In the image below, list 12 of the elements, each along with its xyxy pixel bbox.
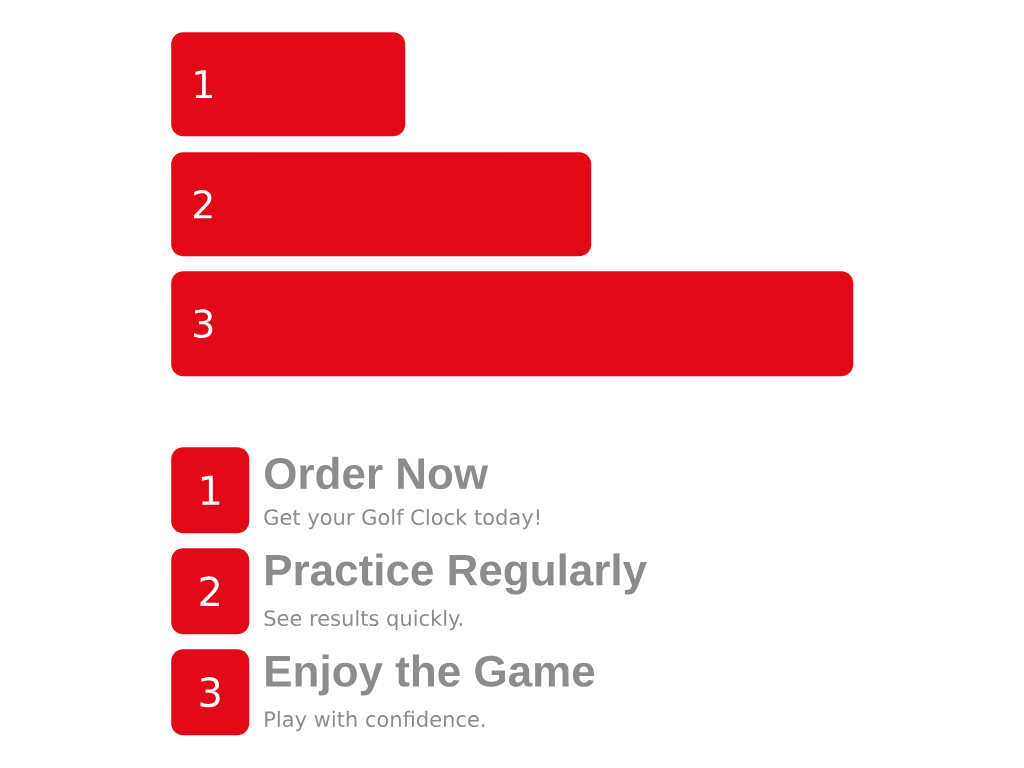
step-description: Play with confidence.	[265, 710, 485, 732]
step-heading: Enjoy the Game	[266, 654, 595, 696]
bar: 3	[171, 271, 854, 377]
step-heading: Practice Regularly	[266, 553, 647, 595]
step-description: See results quickly.	[264, 609, 462, 631]
bar: 2	[171, 152, 592, 257]
step-badge: 2	[171, 548, 250, 635]
step-heading: Order Now	[265, 456, 489, 490]
step-badge: 3	[171, 649, 250, 736]
step-description: Get your Golf Clock today!	[264, 508, 539, 530]
bar: 1	[171, 32, 406, 137]
step-badge: 1	[171, 447, 250, 534]
